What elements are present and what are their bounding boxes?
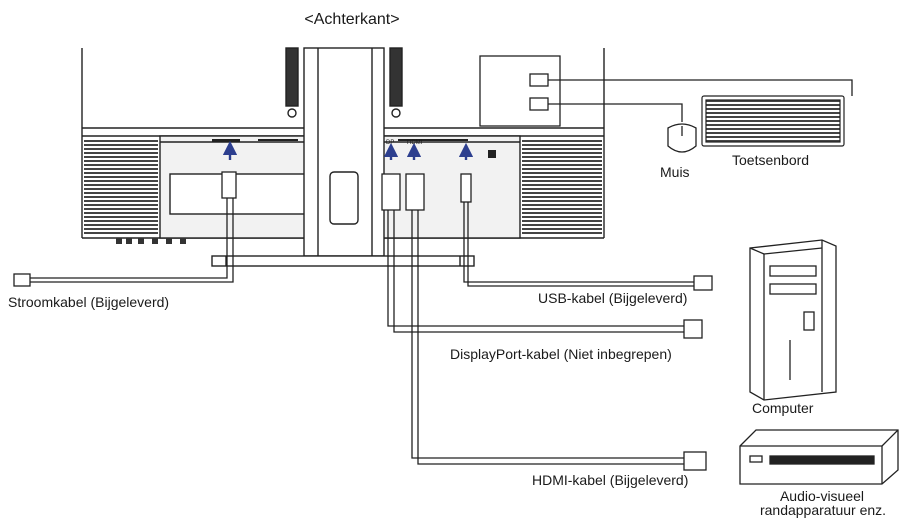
- usb-cable-label: USB-kabel (Bijgeleverd): [538, 290, 688, 306]
- vent-left: [84, 138, 158, 236]
- port-strip: [212, 139, 496, 158]
- computer-label: Computer: [752, 400, 814, 416]
- av-device: [739, 429, 899, 485]
- stand: [211, 47, 475, 267]
- mouse-label: Muis: [660, 164, 690, 180]
- cables: [13, 79, 853, 471]
- hdmi-port-label: HDMI: [407, 140, 423, 146]
- power-cable-label: Stroomkabel (Bijgeleverd): [8, 294, 170, 310]
- vent-right: [522, 138, 602, 236]
- av-label-line1: Audio-visueel: [779, 488, 865, 504]
- usb-hub: [479, 55, 561, 127]
- hdmi-cable-label: HDMI-kabel (Bijgeleverd): [532, 472, 689, 488]
- keyboard-device: [701, 95, 845, 147]
- av-label-line2: randapparatuur enz.: [759, 502, 887, 518]
- bottom-buttons: [116, 238, 186, 244]
- displayport-cable-label: DisplayPort-kabel (Niet inbegrepen): [450, 346, 672, 362]
- diagram-title: <Achterkant>: [304, 11, 400, 28]
- dp-port-label: DP: [386, 140, 395, 146]
- keyboard-label: Toetsenbord: [732, 152, 810, 168]
- mouse-device: [667, 123, 697, 153]
- computer-tower: [749, 239, 837, 401]
